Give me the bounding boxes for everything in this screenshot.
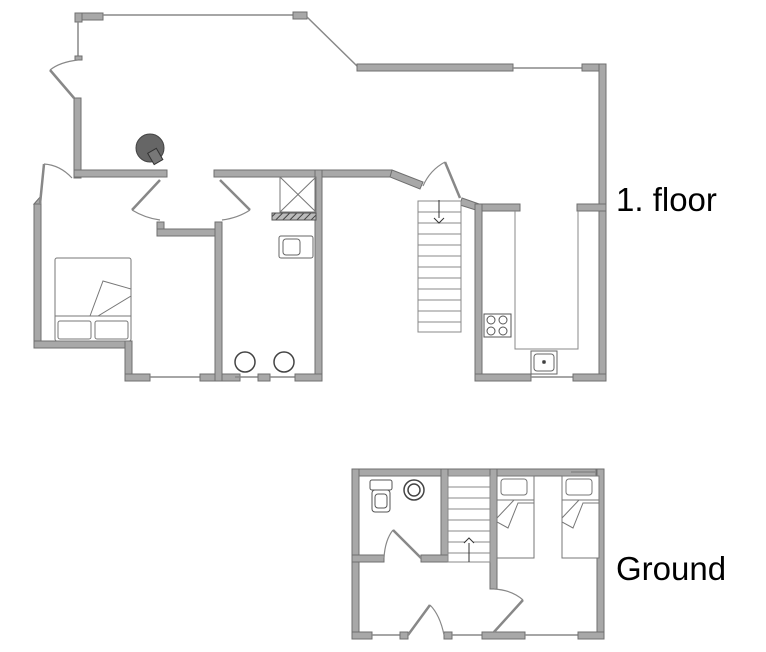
floor-label-ground: Ground: [616, 550, 727, 587]
single-bed-icon: [496, 475, 535, 559]
single-bed-icon: [561, 475, 600, 559]
washbasin-icon: [234, 351, 295, 373]
double-bed-icon: [54, 257, 132, 342]
stove-icon: [483, 313, 512, 338]
toilet-icon: [278, 235, 314, 259]
ground-toilet-icon: [369, 479, 393, 513]
first-floor-plan: [32, 11, 607, 382]
floor-label-first: 1. floor: [616, 181, 717, 218]
ground-stairs-icon: [447, 475, 491, 563]
kitchen-sink-icon: [530, 350, 558, 375]
shower-icon: [271, 176, 317, 221]
stairs-icon: [417, 200, 462, 333]
stove-heater-icon: [135, 133, 165, 166]
ground-floor-doors: [383, 471, 596, 636]
kitchen-counter: [514, 211, 579, 350]
ground-washbasin-icon: [403, 479, 425, 501]
ground-floor-plan: [351, 468, 605, 640]
first-floor-doors: [38, 59, 462, 221]
